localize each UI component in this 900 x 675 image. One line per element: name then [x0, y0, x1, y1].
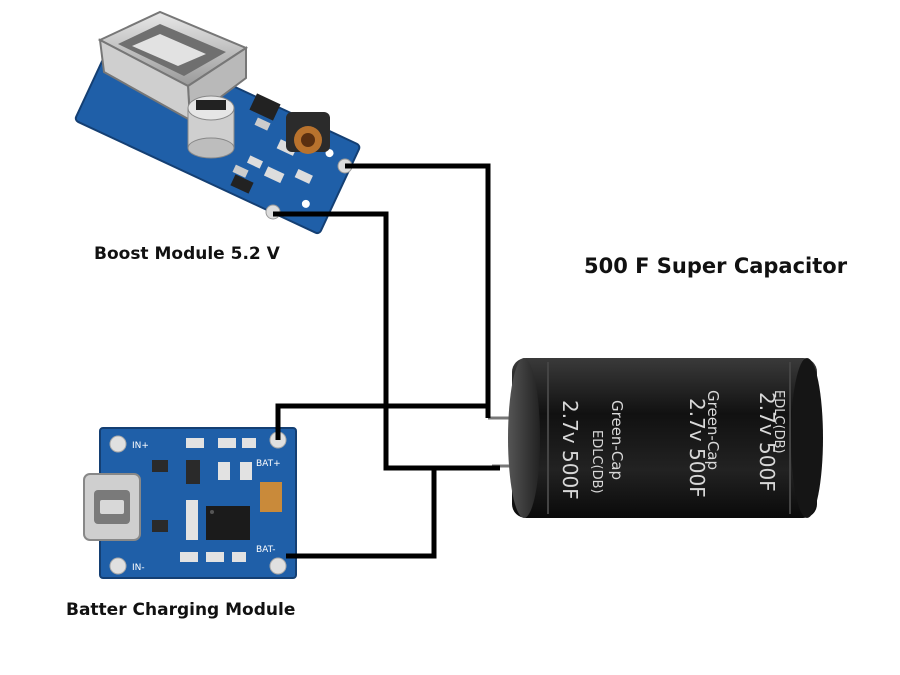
capacitor-rating-text-2: 2.7v 500F	[685, 398, 709, 498]
capacitor-series-text-2: EDLC(DB)	[771, 390, 786, 454]
in-minus-label: IN-	[132, 563, 145, 573]
capacitor-rating-text-3: 2.7v 500F	[755, 392, 779, 492]
boost-module-label: Boost Module 5.2 V	[94, 244, 280, 264]
in-plus-label: IN+	[132, 441, 149, 451]
capacitor-body	[512, 358, 817, 518]
boost-module	[74, 10, 361, 235]
super-capacitor-label: 500 F Super Capacitor	[584, 254, 848, 278]
charging-module-label: Batter Charging Module	[66, 600, 296, 620]
wire-boost-minus	[273, 211, 500, 471]
capacitor-series-text: EDLC(DB)	[589, 430, 604, 494]
inductor-icon	[286, 112, 330, 154]
capacitor-rating-text: 2.7v 500F	[558, 400, 582, 500]
capacitor-brand-text: Green-Cap	[608, 400, 626, 480]
wire-bat-plus	[275, 403, 488, 440]
charger-resistor-icon	[260, 482, 282, 512]
wire-boost-plus	[345, 163, 491, 418]
super-capacitor: Green-Cap EDLC(DB) 2.7v 500F Green-Cap 2…	[488, 358, 823, 518]
charging-module: IN+ IN- BAT+ BAT-	[83, 427, 297, 579]
bat-minus-label: BAT-	[256, 545, 276, 555]
electrolytic-capacitor-icon	[187, 95, 235, 159]
wire-bat-minus	[286, 468, 437, 559]
bat-minus-pad	[269, 557, 287, 575]
bat-plus-label: BAT+	[256, 459, 281, 469]
wires	[273, 163, 500, 559]
capacitor-brand-text-2: Green-Cap	[704, 390, 722, 470]
micro-usb-port-icon	[83, 473, 141, 541]
